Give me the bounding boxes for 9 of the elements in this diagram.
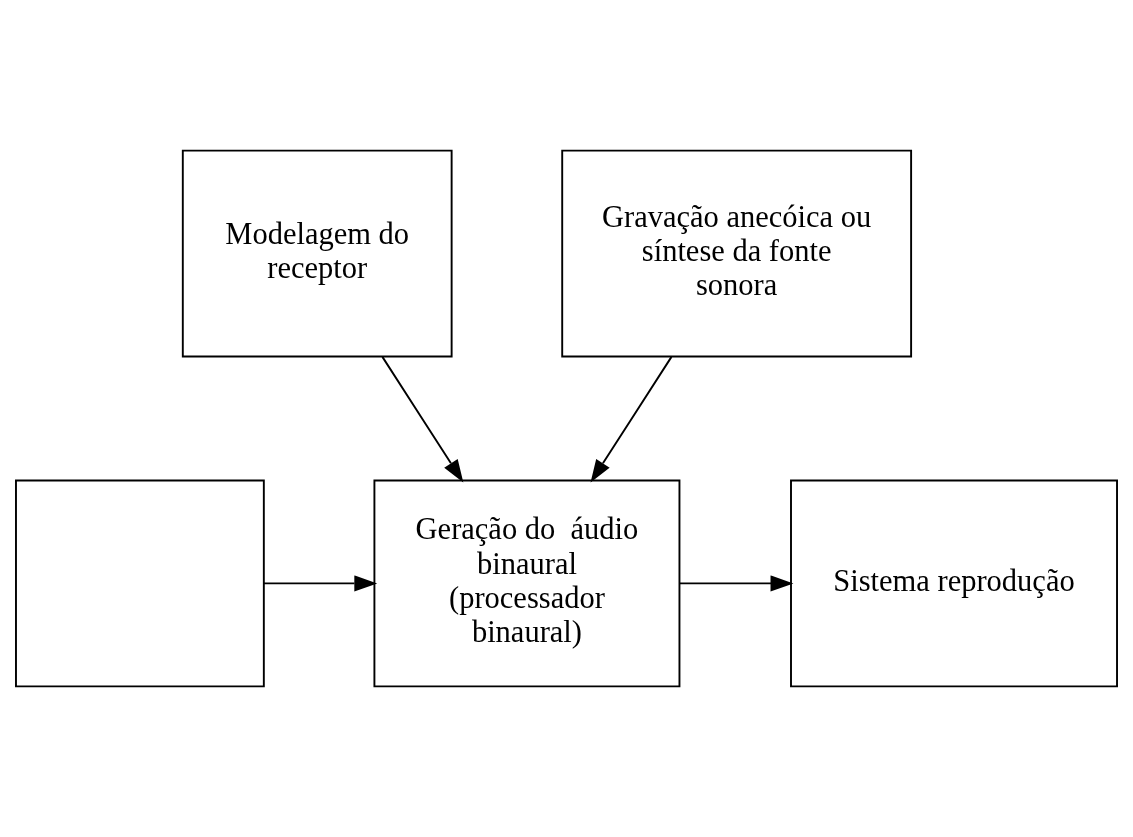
arrow bbox=[262, 575, 378, 592]
node-box: Modelagem do receptor bbox=[181, 149, 453, 358]
arrow bbox=[678, 575, 794, 592]
node-box: Gravação anecóica ou síntese da fonte sonora bbox=[561, 149, 913, 358]
node-box: Geração do áudio binaural (processador binaural) bbox=[373, 479, 681, 688]
arrow bbox=[381, 355, 464, 483]
node-box: Sistema reprodução bbox=[790, 479, 1118, 688]
arrow bbox=[590, 355, 673, 483]
node-box bbox=[15, 479, 265, 688]
